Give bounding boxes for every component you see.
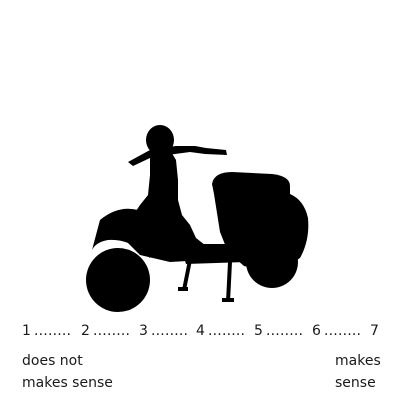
- scale-separator: ........: [151, 323, 189, 339]
- scale-separator: ........: [34, 323, 72, 339]
- likert-scale: 1 ........ 2 ........ 3 ........ 4 .....…: [22, 323, 382, 345]
- scale-anchor-low: does not makes sense: [22, 350, 113, 394]
- scale-point-5: 5: [254, 323, 264, 339]
- scale-separator: ........: [208, 323, 246, 339]
- scale-anchor-high: makes sense: [335, 350, 381, 394]
- anchor-high-line1: makes: [335, 353, 381, 369]
- scale-separator: ........: [324, 323, 362, 339]
- scale-point-7: 7: [370, 323, 380, 339]
- scale-point-2: 2: [81, 323, 91, 339]
- scale-point-3: 3: [139, 323, 149, 339]
- anchor-low-line1: does not: [22, 353, 83, 369]
- anchor-high-line2: sense: [335, 375, 376, 391]
- scale-point-4: 4: [196, 323, 206, 339]
- scale-separator: ........: [266, 323, 304, 339]
- anchor-low-line2: makes sense: [22, 375, 113, 391]
- scale-point-1: 1: [22, 323, 32, 339]
- scale-point-6: 6: [312, 323, 322, 339]
- scale-separator: ........: [93, 323, 131, 339]
